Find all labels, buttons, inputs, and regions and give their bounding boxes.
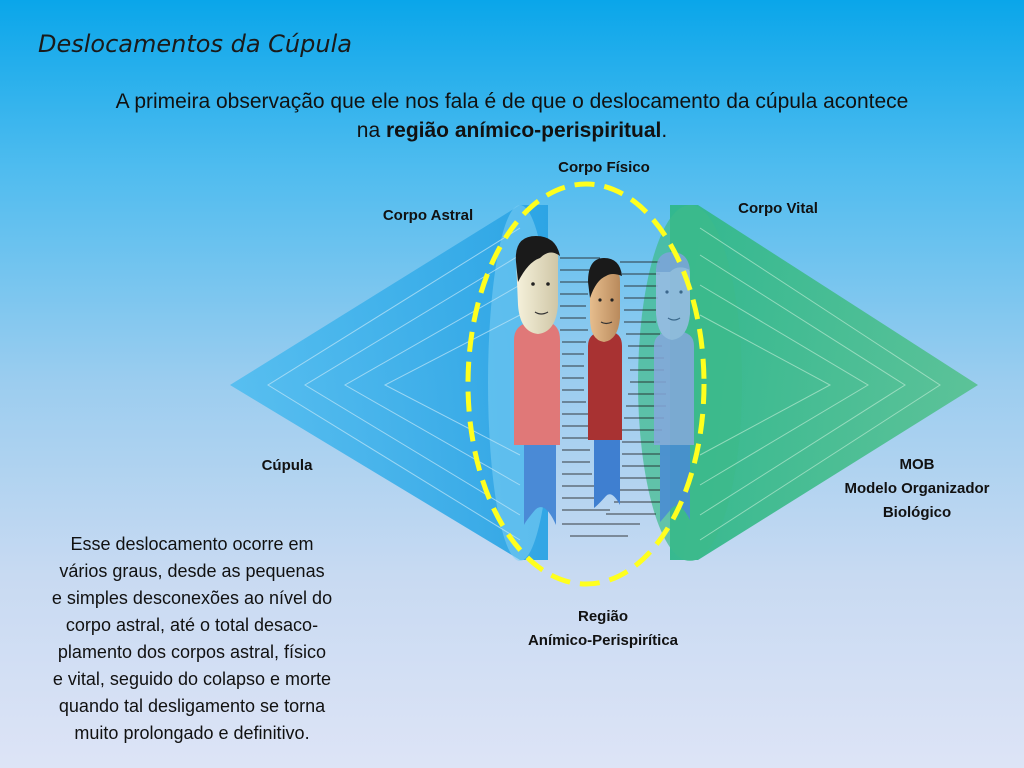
label-corpo-astral: Corpo Astral bbox=[382, 207, 474, 224]
side-line: plamento dos corpos astral, físico bbox=[57, 642, 327, 662]
astral-body-figure bbox=[514, 236, 560, 525]
side-line: muito prolongado e definitivo. bbox=[74, 723, 310, 743]
intro-line-2-suffix: . bbox=[661, 119, 668, 142]
physical-body-figure bbox=[588, 258, 622, 508]
side-description: Esse deslocamento ocorre em vários graus… bbox=[22, 531, 362, 747]
intro-line-1: A primeira observação que ele nos fala é… bbox=[115, 90, 909, 113]
intro-line-2-prefix: na bbox=[356, 119, 386, 142]
side-line: Esse deslocamento ocorre em bbox=[70, 534, 314, 554]
vital-body-figure bbox=[654, 252, 694, 522]
label-mob-line-3: Biológico bbox=[882, 504, 952, 521]
side-line: e vital, seguido do colapso e morte bbox=[52, 669, 332, 689]
label-mob-line-2: Modelo Organizador bbox=[844, 480, 990, 497]
label-cupula: Cúpula bbox=[261, 457, 313, 474]
side-line: quando tal desligamento se torna bbox=[58, 696, 326, 716]
label-mob: MOB Modelo Organizador Biológico bbox=[812, 453, 1022, 525]
label-corpo-fisico: Corpo Físico bbox=[558, 159, 650, 176]
intro-highlight: região anímico-perispiritual bbox=[385, 119, 662, 142]
slide-title: Deslocamentos da Cúpula bbox=[38, 30, 352, 58]
animic-region-ring bbox=[465, 181, 707, 587]
label-regiao-line-2: Anímico-Perispirítica bbox=[527, 632, 679, 649]
label-mob-line-1: MOB bbox=[899, 456, 935, 473]
side-line: e simples desconexões ao nível do bbox=[51, 588, 333, 608]
label-regiao-line-1: Região bbox=[577, 608, 628, 625]
label-corpo-vital: Corpo Vital bbox=[738, 200, 818, 217]
intro-text: A primeira observação que ele nos fala é… bbox=[40, 87, 984, 145]
label-regiao: Região Anímico-Perispirítica bbox=[493, 605, 713, 653]
physical-body-hatching bbox=[560, 257, 666, 537]
side-line: corpo astral, até o total desaco- bbox=[65, 615, 319, 635]
side-line: vários graus, desde as pequenas bbox=[59, 561, 325, 581]
astral-cone bbox=[230, 205, 552, 561]
